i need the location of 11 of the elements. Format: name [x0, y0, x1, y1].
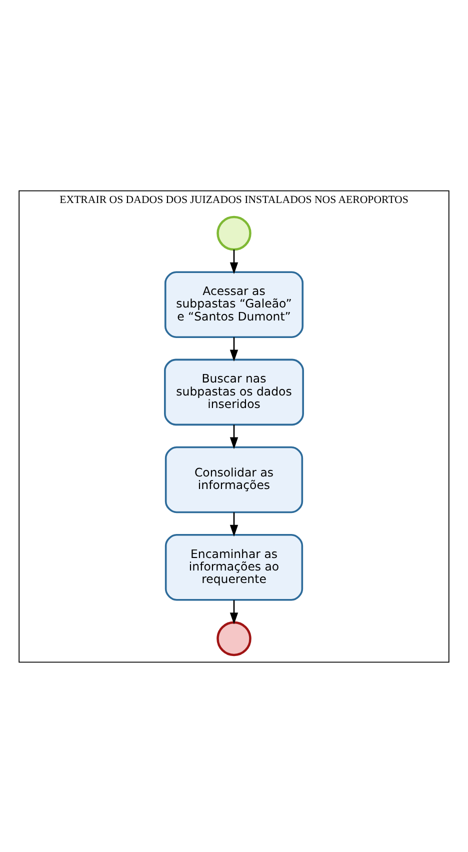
- arrow: [230, 600, 238, 624]
- arrow: [230, 249, 238, 274]
- node-circle: [216, 620, 252, 656]
- arrow: [230, 512, 238, 536]
- arrow: [230, 424, 238, 449]
- node-circle: [216, 215, 252, 250]
- arrow: [230, 336, 238, 361]
- node-box: Acessar as subpastas “Galeão” e “Santos Dumont”: [164, 270, 304, 338]
- node-box: Buscar nas subpastas os dados inseridos: [164, 358, 304, 426]
- node-box: Encaminhar as informações ao requerente: [164, 533, 304, 600]
- node-box: Consolidar as informações: [164, 446, 304, 513]
